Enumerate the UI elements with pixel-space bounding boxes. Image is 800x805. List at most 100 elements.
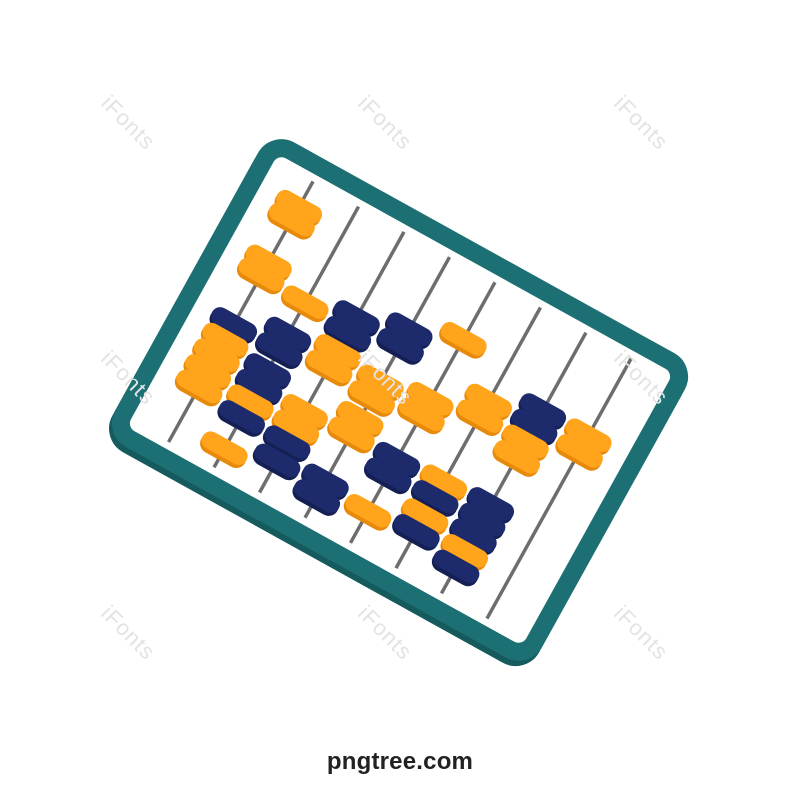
- bead-body: [328, 416, 375, 451]
- bead-body: [256, 332, 303, 366]
- abacus-bead: [280, 394, 328, 431]
- bead-body: [421, 464, 468, 499]
- abacus-bead: [200, 322, 249, 360]
- bead-body: [494, 440, 541, 474]
- bead-body: [386, 312, 433, 346]
- bead-body: [465, 383, 512, 418]
- abacus-bead: [397, 397, 445, 435]
- bead-body: [193, 338, 240, 372]
- abacus-rod: [485, 357, 633, 620]
- abacus-bead: [356, 364, 404, 402]
- abacus-bead: [280, 285, 329, 323]
- bead-body: [264, 425, 311, 459]
- abacus-bead: [323, 315, 372, 353]
- abacus-bead: [419, 464, 468, 502]
- bead-body: [520, 393, 567, 427]
- abacus-bead: [301, 463, 349, 501]
- abacus-bead: [335, 401, 384, 438]
- abacus-bead: [254, 332, 303, 370]
- abacus-bead: [226, 384, 274, 422]
- bead-body: [202, 322, 249, 357]
- abacus-bead: [236, 257, 285, 295]
- bead-body: [442, 534, 489, 568]
- abacus-bead: [492, 440, 541, 477]
- bead-body: [281, 394, 328, 428]
- bead-body: [176, 369, 223, 404]
- bead-body: [345, 494, 392, 528]
- abacus-bead: [372, 441, 421, 479]
- bead-body: [556, 434, 603, 468]
- abacus-bead: [439, 321, 487, 359]
- abacus-bead: [410, 480, 459, 517]
- bead-body: [282, 285, 329, 319]
- bead-body: [433, 549, 480, 584]
- abacus-bead: [200, 431, 248, 469]
- bead-body: [211, 307, 258, 341]
- bead-body: [265, 316, 312, 351]
- abacus-bead: [209, 307, 258, 344]
- brand-footer: pngtree.com: [326, 748, 474, 775]
- abacus-bead: [509, 408, 558, 446]
- abacus-bead: [384, 312, 433, 350]
- abacus-bead: [555, 434, 603, 471]
- bead-body: [377, 328, 424, 362]
- abacus-group: [109, 139, 689, 667]
- bead-body: [268, 202, 315, 237]
- bead-body: [450, 518, 497, 552]
- abacus-bead: [466, 487, 515, 524]
- abacus-bead: [274, 189, 323, 227]
- abacus-bead: [376, 328, 424, 365]
- abacus-bead: [518, 393, 567, 430]
- bead-body: [402, 498, 449, 532]
- bead-body: [273, 409, 320, 444]
- abacus-bead: [400, 498, 449, 536]
- bead-body: [459, 502, 506, 537]
- abacus-bead: [347, 380, 395, 417]
- bead-body: [276, 189, 323, 224]
- abacus-bead: [192, 338, 240, 376]
- bead-body: [365, 457, 412, 492]
- bead-body: [238, 257, 285, 292]
- abacus-frame: [111, 139, 689, 661]
- abacus-bead: [449, 518, 497, 556]
- abacus-bead: [244, 244, 292, 282]
- bead-body: [325, 315, 372, 350]
- bead-body: [511, 408, 558, 443]
- bead-body: [337, 401, 384, 435]
- bead-body: [412, 480, 459, 514]
- abacus-bead: [271, 409, 320, 447]
- bead-body: [315, 334, 362, 368]
- abacus-bead: [304, 349, 353, 387]
- abacus-bead: [343, 494, 392, 531]
- abacus-bead: [252, 443, 301, 481]
- abacus-bead: [243, 353, 291, 390]
- bead-body: [502, 424, 549, 459]
- abacus-bead: [440, 534, 489, 571]
- bead-body: [393, 514, 440, 548]
- bead-body: [357, 364, 404, 399]
- bead-body: [185, 354, 232, 388]
- abacus-bead: [313, 334, 362, 371]
- bead-body: [398, 397, 445, 432]
- abacus-bead: [234, 368, 283, 406]
- bead-body: [374, 441, 421, 476]
- bead-body: [302, 463, 349, 498]
- abacus-bead: [217, 400, 265, 437]
- abacus-bead: [267, 202, 315, 240]
- bead-body: [440, 321, 487, 356]
- abacus-bead: [174, 369, 223, 407]
- abacus-bead: [332, 300, 380, 337]
- bead-body: [294, 479, 341, 513]
- bead-body: [254, 443, 301, 478]
- abacus-bead: [183, 354, 232, 391]
- abacus-bead: [501, 424, 549, 462]
- bead-body: [245, 353, 291, 387]
- bead-body: [333, 300, 380, 334]
- bead-body: [348, 380, 395, 414]
- bead-body: [245, 244, 292, 279]
- abacus-bead: [431, 549, 480, 587]
- abacus-bead: [563, 418, 612, 456]
- abacus-bead: [455, 399, 504, 436]
